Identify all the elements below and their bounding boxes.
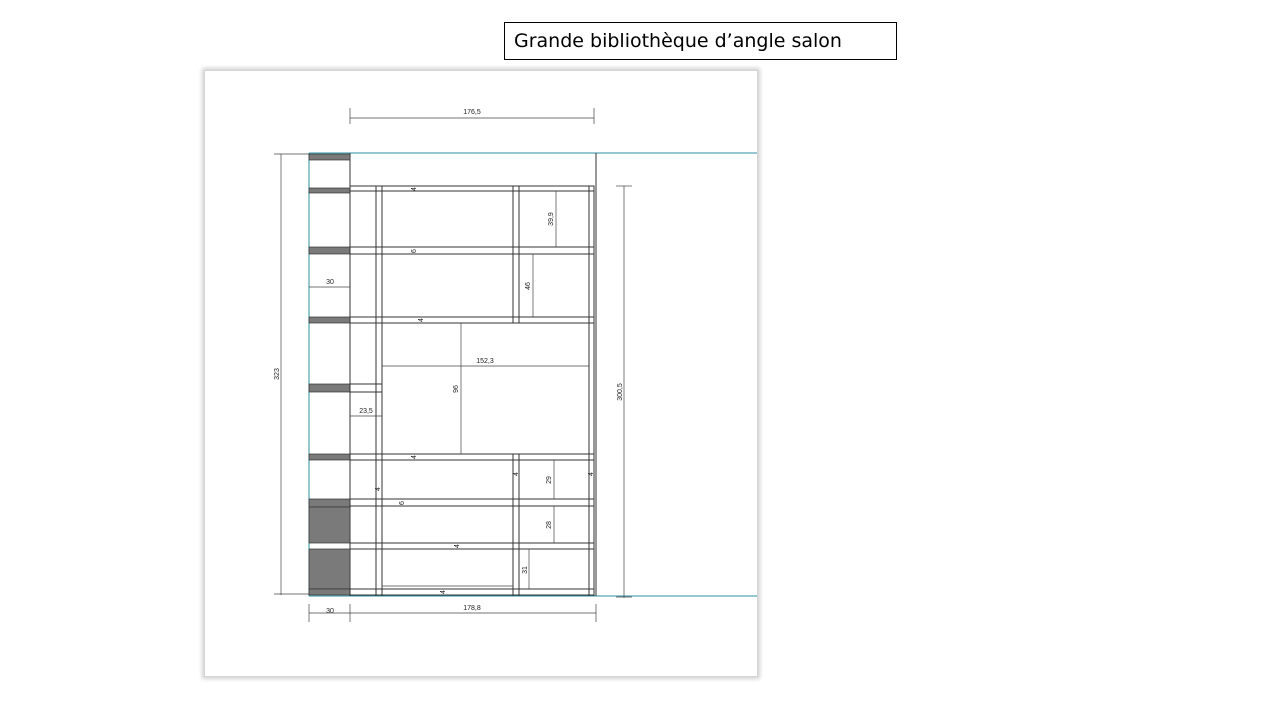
shelf — [349, 542, 595, 550]
shaded-shelf-edge — [308, 506, 351, 544]
dim-label-central-niche: 96 — [453, 385, 460, 393]
dim-label-short-shelf: 23,5 — [359, 408, 373, 415]
dim-label-thickness: 4 — [513, 472, 520, 476]
shaded-shelf-edge — [308, 453, 351, 461]
dim-label-total-height: 323 — [274, 368, 281, 380]
dim-label-low-niche-1: 29 — [546, 476, 553, 484]
dim-label-mid-niche: 46 — [525, 282, 532, 290]
shelf — [349, 246, 595, 255]
dim-label-thickness: 4 — [454, 544, 461, 548]
dim-label-upper-niche: 39,9 — [548, 212, 555, 226]
dim-label-bottom-width: 178,8 — [463, 605, 481, 612]
dim-label-thickness: 4 — [418, 318, 425, 322]
shelf — [349, 185, 595, 192]
dim-label-shelf-inner-width: 152,3 — [476, 358, 494, 365]
slide-title: Grande bibliothèque d’angle salon — [504, 22, 897, 60]
dim-label-thickness: 4 — [375, 487, 382, 491]
shelf — [349, 588, 595, 596]
shaded-shelf-edge — [308, 153, 351, 161]
shaded-shelf-edge — [308, 246, 351, 255]
dim-label-thickness: 4 — [440, 590, 447, 594]
shaded-shelf-edge — [308, 498, 351, 508]
shelf — [349, 316, 595, 324]
shelf — [349, 453, 595, 461]
shaded-shelf-edge — [308, 187, 351, 194]
shelf — [349, 498, 595, 507]
dim-label-thickness: 4 — [411, 455, 418, 459]
dim-label-bottom-depth: 30 — [326, 608, 334, 615]
dim-label-low-niche-3: 31 — [522, 566, 529, 574]
dim-label-low-niche-2: 28 — [546, 521, 553, 529]
dim-label-thickness: 6 — [399, 501, 406, 505]
shaded-shelf-edge — [308, 548, 351, 590]
dim-label-right-height: 300,5 — [617, 383, 624, 401]
drawing-sheet — [204, 70, 758, 677]
shaded-shelf-edge — [308, 316, 351, 324]
dim-label-top-width: 176,5 — [463, 109, 481, 116]
shaded-shelf-edge — [308, 383, 351, 393]
dim-label-thickness: 6 — [411, 249, 418, 253]
dim-label-depth-left: 30 — [326, 279, 334, 286]
dim-label-thickness: 4 — [411, 187, 418, 191]
shelf — [349, 383, 383, 393]
shaded-shelf-edge — [308, 588, 351, 596]
dim-label-thickness: 4 — [588, 472, 595, 476]
